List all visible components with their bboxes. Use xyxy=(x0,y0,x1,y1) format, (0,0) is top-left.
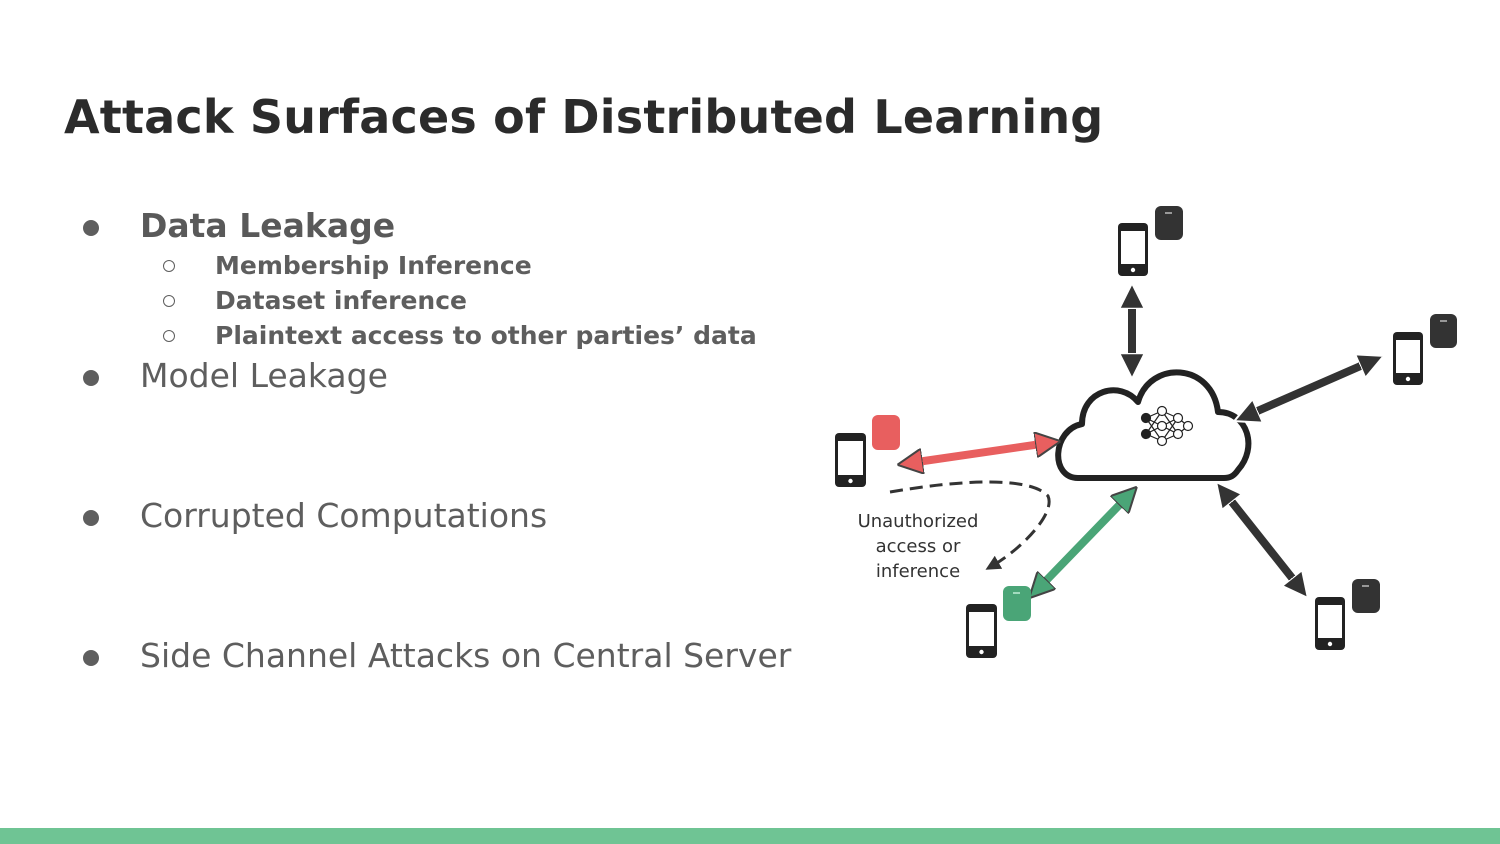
bullet-data-leakage: Data Leakage xyxy=(140,206,396,245)
bullet-model-leakage: Model Leakage xyxy=(140,356,388,395)
cloud-server-icon xyxy=(1055,369,1252,481)
client-right xyxy=(1393,314,1457,385)
database-icon xyxy=(1352,579,1380,613)
client-top xyxy=(1118,206,1183,276)
database-icon xyxy=(872,415,900,450)
sub-bullet-ring xyxy=(163,330,175,342)
bullet-list: Data Leakage Membership Inference Datase… xyxy=(83,206,792,675)
sub-bullet-ring xyxy=(163,260,175,272)
bullet-dot xyxy=(83,510,99,526)
sub-bullet-plaintext-access: Plaintext access to other parties’ data xyxy=(215,321,757,350)
phone-icon xyxy=(1315,597,1345,650)
phone-icon xyxy=(966,604,997,658)
footer-accent-bar xyxy=(0,828,1500,844)
annotation-line-3: inference xyxy=(876,561,960,582)
bullet-dot xyxy=(83,650,99,666)
bullet-dot xyxy=(83,220,99,236)
database-icon xyxy=(1430,314,1457,348)
federated-learning-diagram: Unauthorized access or inference xyxy=(835,206,1457,658)
client-attacker xyxy=(835,415,900,487)
client-bottom-right xyxy=(1315,579,1380,650)
annotation-line-1: Unauthorized xyxy=(858,511,979,532)
arrow-victim-client xyxy=(1038,496,1128,589)
database-icon xyxy=(1003,586,1031,621)
slide-title: Attack Surfaces of Distributed Learning xyxy=(64,90,1104,144)
arrow-right-client xyxy=(1246,361,1372,416)
bullet-dot xyxy=(83,370,99,386)
sub-bullet-dataset-inference: Dataset inference xyxy=(215,286,467,315)
client-victim xyxy=(966,586,1031,658)
annotation-line-2: access or xyxy=(876,536,961,557)
sub-bullet-ring xyxy=(163,295,175,307)
arrow-bottom-right-client xyxy=(1224,492,1300,588)
bullet-side-channel: Side Channel Attacks on Central Server xyxy=(140,636,792,675)
bullet-corrupted-computations: Corrupted Computations xyxy=(140,496,548,535)
arrow-attacker-client xyxy=(910,443,1048,463)
sub-bullet-membership-inference: Membership Inference xyxy=(215,251,532,280)
phone-icon xyxy=(1393,332,1423,385)
database-icon xyxy=(1155,206,1183,240)
dashed-attack-arrow xyxy=(889,480,1051,570)
phone-icon xyxy=(835,433,866,487)
neural-network-icon xyxy=(1140,405,1194,447)
phone-icon xyxy=(1118,223,1148,276)
